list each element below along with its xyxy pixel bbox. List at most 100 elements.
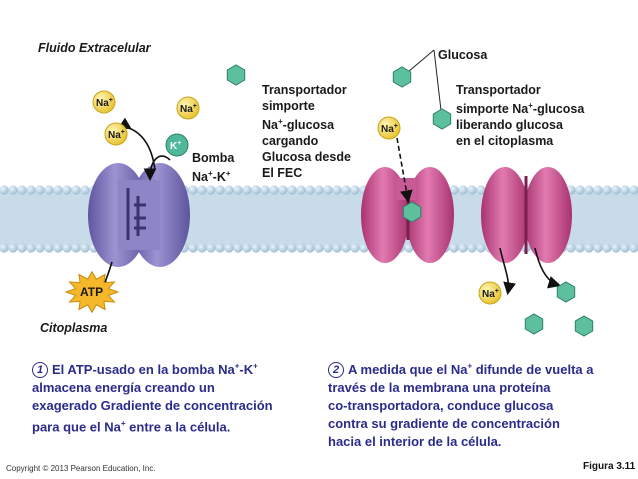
cytoplasm-label: Citoplasma [40, 321, 108, 335]
phospholipid-head [359, 243, 369, 253]
na-ion: Na+ [176, 96, 200, 120]
caption-step-1-line-3: exagerado Gradiente de concentración [32, 398, 273, 414]
phospholipid-head [188, 243, 198, 253]
glucose-molecule [524, 313, 544, 335]
glucose-leader-lines [401, 49, 443, 120]
phospholipid-head [350, 243, 360, 253]
phospholipid-head [584, 185, 594, 195]
phospholipid-head [80, 243, 90, 253]
phospholipid-head [26, 185, 36, 195]
phospholipid-head [593, 185, 603, 195]
svg-text:Na+: Na+ [108, 129, 125, 141]
phospholipid-head [620, 243, 630, 253]
symporter-releasing [481, 167, 572, 263]
pump-label-line-1: Bomba [192, 151, 235, 165]
step-2-number: 2 [328, 362, 344, 379]
caption-step-2-line-5: hacia el interior de la célula. [328, 434, 502, 450]
phospholipid-head [62, 185, 72, 195]
phospholipid-head [566, 243, 576, 253]
phospholipid-head [251, 243, 261, 253]
step-1-number: 1 [32, 362, 48, 379]
phospholipid-head [602, 185, 612, 195]
phospholipid-head [242, 185, 252, 195]
phospholipid-head [467, 185, 477, 195]
pump-label: Bomba Na+-K+ [192, 150, 234, 185]
phospholipid-head [584, 243, 594, 253]
phospholipid-head [458, 185, 468, 195]
phospholipid-head [305, 185, 315, 195]
caption-step-1-line-1: El ATP-usado en la bomba Na+-K+ [52, 362, 258, 378]
symporter-loading-label: Transportador simporte Na+-glucosa carga… [262, 82, 351, 181]
phospholipid-head [0, 185, 9, 195]
phospholipid-head [323, 243, 333, 253]
phospholipid-head [224, 243, 234, 253]
phospholipid-head [35, 185, 45, 195]
extracellular-label: Fluido Extracelular [38, 41, 151, 55]
phospholipid-head [314, 185, 324, 195]
glucose-molecule [402, 201, 422, 223]
phospholipid-head [17, 243, 27, 253]
phospholipid-head [296, 243, 306, 253]
caption-step-2-line-4: contra su gradiente de concentración [328, 416, 560, 432]
symporter-releasing-line-3: liberando glucosa [456, 118, 563, 133]
phospholipid-head [341, 243, 351, 253]
phospholipid-head [197, 243, 207, 253]
symporter-loading-line-6: El FEC [262, 166, 303, 181]
phospholipid-head [323, 185, 333, 195]
phospholipid-head [215, 243, 225, 253]
na-ion: Na+ [478, 281, 502, 305]
symporter-loading-line-4: cargando [262, 134, 319, 149]
phospholipid-head [476, 185, 486, 195]
symporter-releasing-line-1: Transportador [456, 83, 541, 97]
phospholipid-head [449, 243, 459, 253]
phospholipid-head [71, 185, 81, 195]
phospholipid-head [305, 243, 315, 253]
phospholipid-head [575, 243, 585, 253]
symporter-loading-line-3: Na+-glucosa [262, 117, 335, 133]
caption-step-2-line-3: co-transportadora, conduce glucosa [328, 398, 554, 414]
phospholipid-head [629, 185, 638, 195]
na-ion: Na+ [104, 122, 128, 146]
caption-step-2-line-2: través de la membrana una proteína [328, 380, 551, 396]
phospholipid-head [53, 243, 63, 253]
phospholipid-head [8, 185, 18, 195]
phospholipid-head [269, 243, 279, 253]
svg-text:ATP: ATP [80, 285, 103, 299]
phospholipid-head [620, 185, 630, 195]
phospholipid-head [251, 185, 261, 195]
phospholipid-head [278, 185, 288, 195]
copyright-text: Copyright © 2013 Pearson Education, Inc. [6, 464, 156, 473]
phospholipid-head [35, 243, 45, 253]
phospholipid-head [44, 243, 54, 253]
phospholipid-head [233, 243, 243, 253]
svg-text:Na+: Na+ [381, 123, 398, 135]
svg-text:Na+: Na+ [482, 288, 499, 300]
phospholipid-head [629, 243, 638, 253]
svg-text:Na+: Na+ [96, 97, 113, 109]
atp-molecule: ATP [64, 270, 120, 314]
symporter-loading-line-1: Transportador [262, 83, 347, 97]
phospholipid-head [62, 243, 72, 253]
phospholipid-head [71, 243, 81, 253]
glucose-molecule [574, 315, 594, 337]
na-ion: Na+ [92, 90, 116, 114]
glucose-label: Glucosa [438, 48, 488, 62]
symporter-releasing-line-4: en el citoplasma [456, 134, 554, 149]
phospholipid-head [341, 185, 351, 195]
phospholipid-head [278, 243, 288, 253]
phospholipid-head [0, 243, 9, 253]
phospholipid-head [269, 185, 279, 195]
phospholipid-head [467, 243, 477, 253]
phospholipid-head [188, 185, 198, 195]
svg-text:Na+: Na+ [180, 103, 197, 115]
phospholipid-head [44, 185, 54, 195]
phospholipid-head [611, 243, 621, 253]
phospholipid-head [233, 185, 243, 195]
symporter-loading-line-2: simporte [262, 99, 315, 113]
phospholipid-head [296, 185, 306, 195]
glucose-molecule [432, 108, 452, 130]
phospholipid-head [17, 185, 27, 195]
glucose-molecule [226, 64, 246, 86]
k-ion: K+ [165, 133, 189, 157]
